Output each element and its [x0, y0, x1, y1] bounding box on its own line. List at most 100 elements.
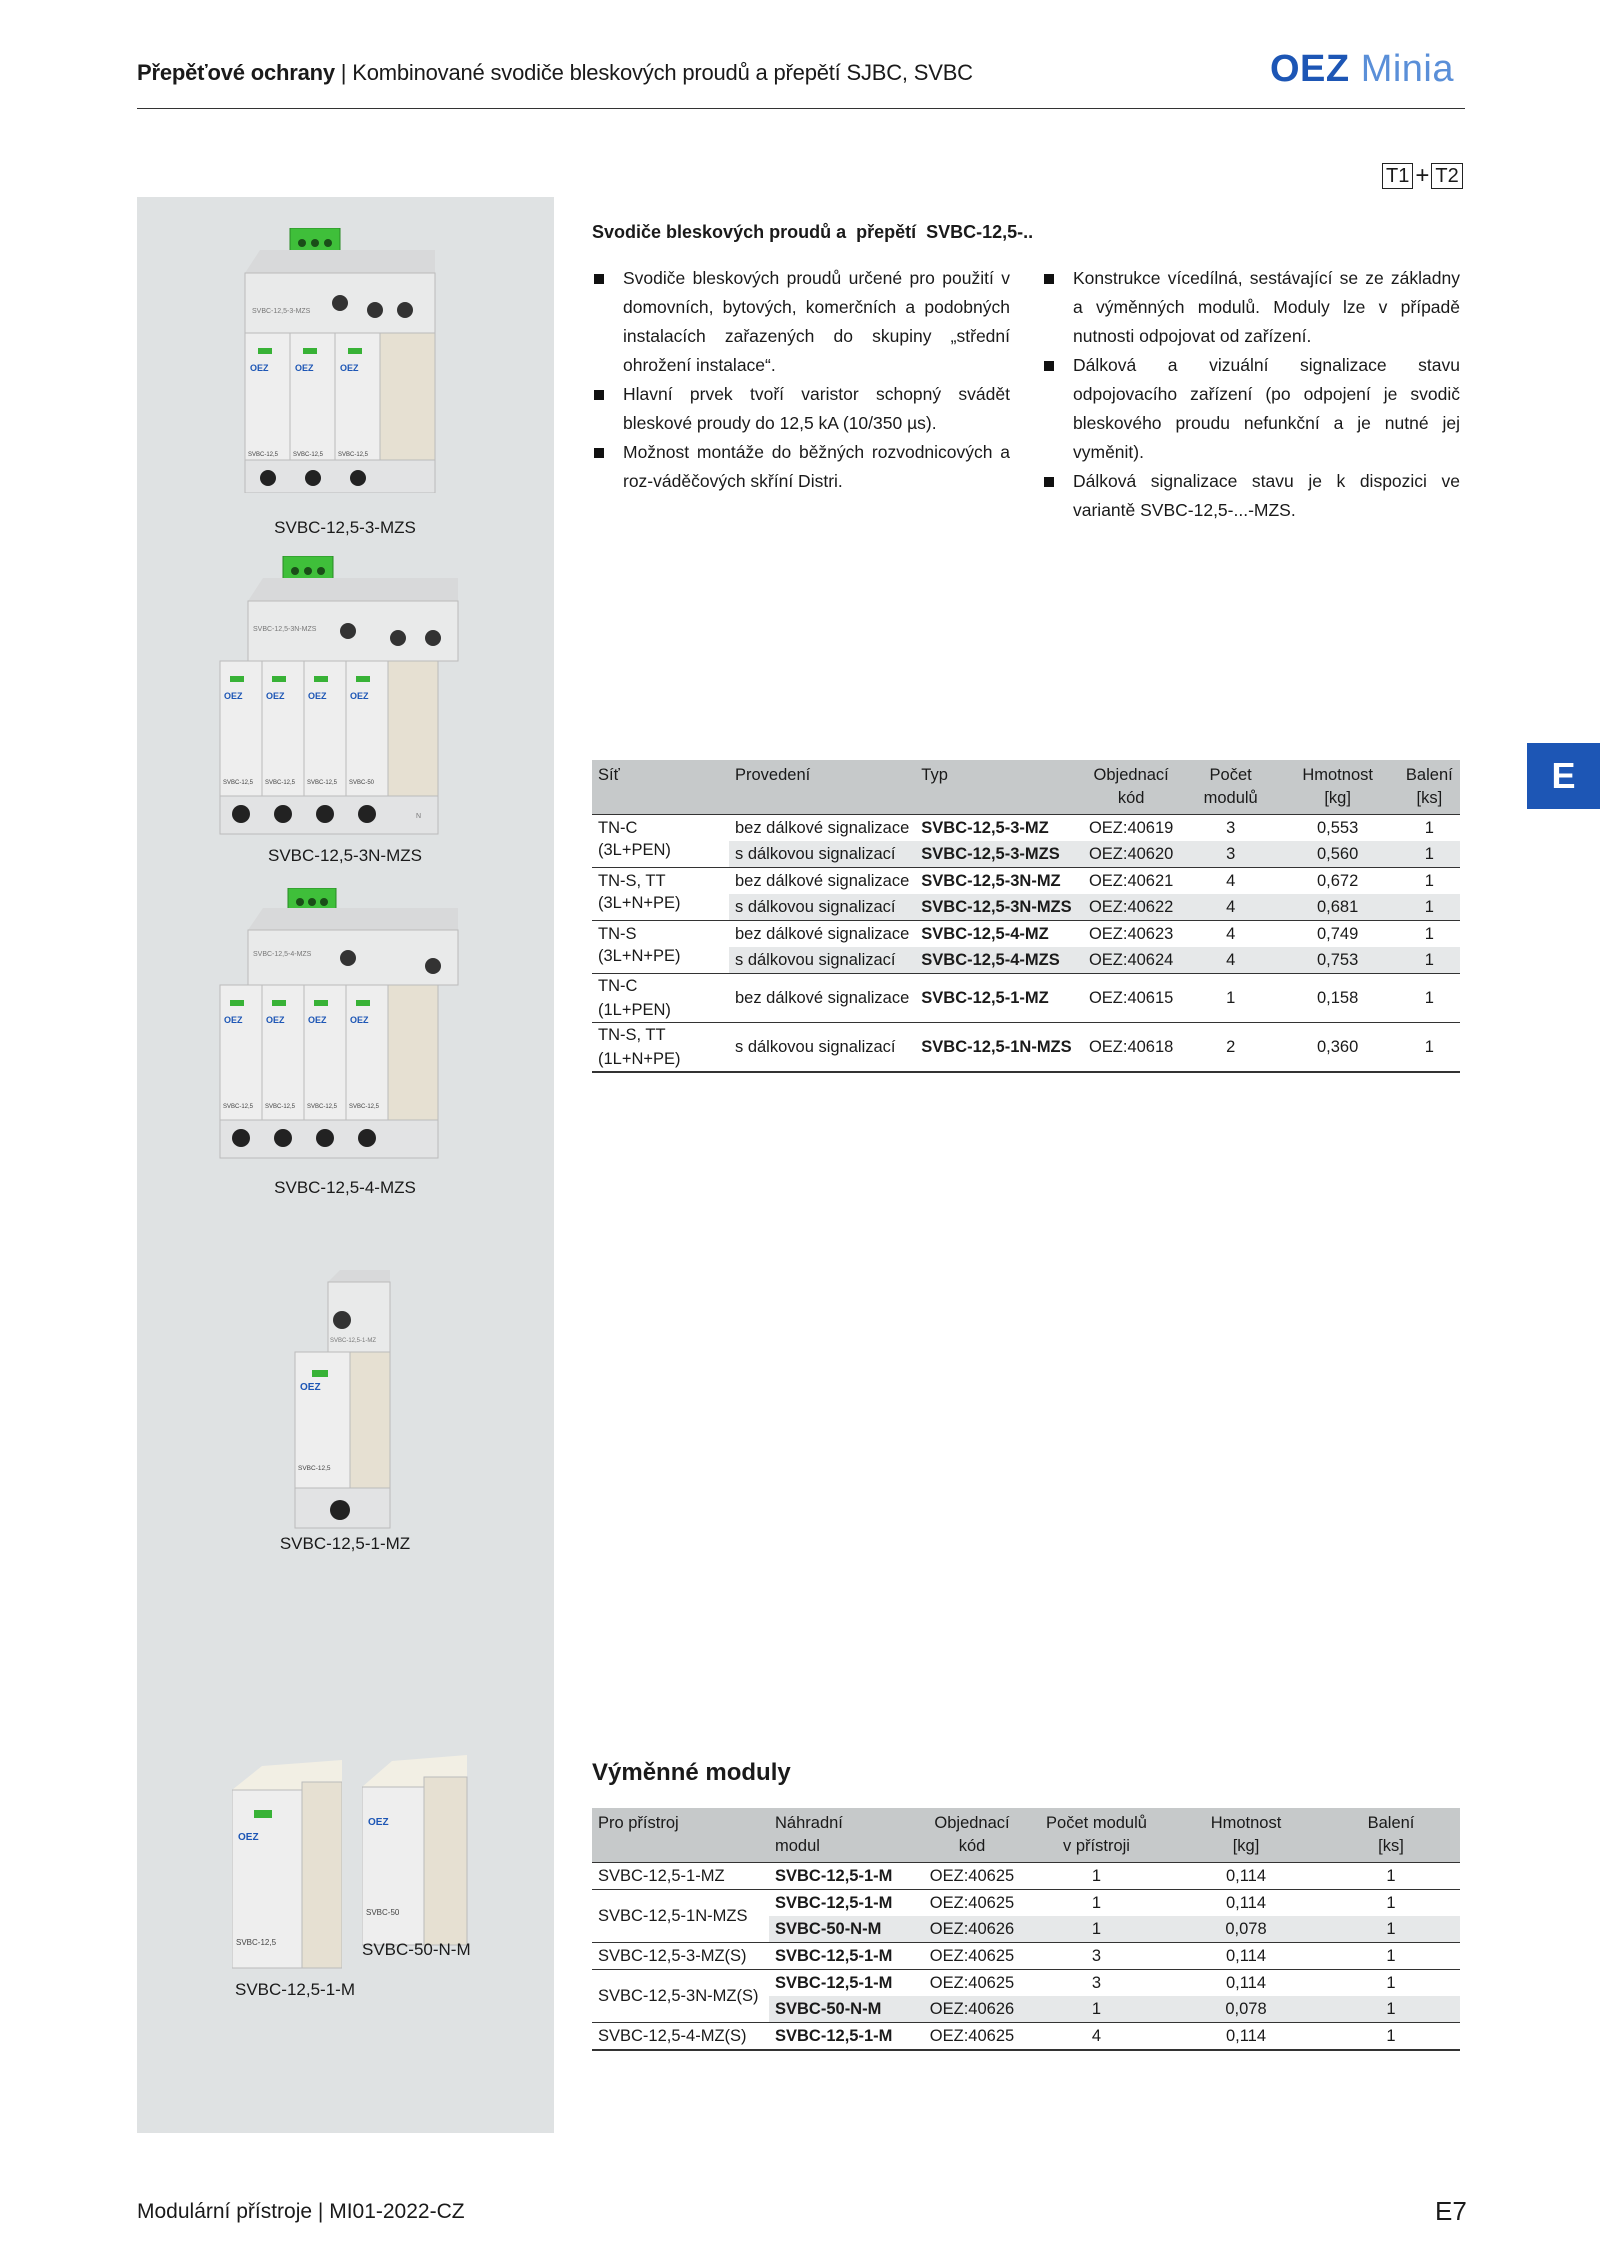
baleni-cell: 1 — [1398, 867, 1460, 894]
pocet-cell: 4 — [1184, 947, 1277, 974]
bullet-item: Svodiče bleskových proudů určené pro pou… — [592, 264, 1010, 380]
hmotnost-cell: 0,078 — [1170, 1916, 1322, 1943]
surge-arrester-3n-image: SVBC-12,5-3N-MZS OEZ OEZ OEZ OEZ SVBC-12… — [219, 556, 459, 835]
terminal-n-label: N — [416, 813, 421, 820]
header-divider — [137, 108, 1465, 109]
module-type-label: SVBC-12,5 — [248, 452, 279, 458]
kod-cell: OEZ:40623 — [1077, 920, 1185, 947]
kod-cell: OEZ:40624 — [1077, 947, 1185, 974]
net-cell: TN-C(1L+PEN) — [592, 973, 729, 1023]
baleni-cell: 1 — [1322, 1889, 1460, 1916]
section-tab-e: E — [1527, 743, 1600, 809]
pocet-cell: 3 — [1023, 1969, 1170, 1996]
typ-cell: SVBC-12,5-3-MZ — [915, 814, 1078, 841]
hmotnost-cell: 0,078 — [1170, 1996, 1322, 2023]
col-header-typ: Typ — [915, 760, 1078, 815]
module-type-label: SVBC-12,5 — [307, 1104, 338, 1110]
typ-cell: SVBC-12,5-4-MZ — [915, 920, 1078, 947]
baleni-cell: 1 — [1322, 1996, 1460, 2023]
table-row: s dálkovou signalizací SVBC-12,5-3N-MZS … — [592, 894, 1460, 921]
table-row: TN-S, TT(1L+N+PE) s dálkovou signalizací… — [592, 1022, 1460, 1073]
table-row: SVBC-12,5-1N-MZS SVBC-12,5-1-M OEZ:40625… — [592, 1889, 1460, 1943]
module-logo: OEZ — [224, 691, 243, 701]
type-plus: + — [1415, 162, 1430, 189]
bullet-square-icon — [1044, 361, 1054, 371]
surge-arrester-3pole-image: SVBC-12,5-3-MZS OEZ OEZ OEZ SVBC-12,5 SV… — [244, 228, 436, 493]
net-cell: TN-S(3L+N+PE) — [592, 920, 729, 974]
typ-cell: SVBC-12,5-1N-MZS — [915, 1022, 1078, 1073]
image-caption: SVBC-50-N-M — [362, 1940, 471, 1959]
baleni-cell: 1 — [1398, 894, 1460, 921]
intro-left-bullets: Svodiče bleskových proudů určené pro pou… — [592, 264, 1010, 496]
bullet-item: Hlavní prvek tvoří varistor schopný svád… — [592, 380, 1010, 438]
hmotnost-cell: 0,672 — [1276, 867, 1399, 894]
module-logo: OEZ — [224, 1015, 243, 1025]
table-row: SVBC-12,5-3-MZ(S) SVBC-12,5-1-M OEZ:4062… — [592, 1942, 1460, 1970]
pocet-cell: 1 — [1023, 1916, 1170, 1943]
kod-cell: OEZ:40622 — [1077, 894, 1185, 921]
table-row: SVBC-50-N-M OEZ:40626 1 0,078 1 — [592, 1916, 1460, 1943]
pocet-cell: 4 — [1184, 867, 1277, 894]
baleni-cell: 1 — [1398, 814, 1460, 841]
net-cell: TN-S, TT(1L+N+PE) — [592, 1022, 729, 1073]
baleni-cell: 1 — [1398, 947, 1460, 974]
image-caption: SVBC-12,5-1-MZ — [279, 1534, 411, 1553]
module-top-label: SVBC-12,5-4-MZS — [253, 951, 312, 958]
hmotnost-cell: 0,560 — [1276, 841, 1399, 868]
brand-logo: OEZ Minia — [1270, 48, 1454, 91]
typ-cell: SVBC-12,5-4-MZS — [915, 947, 1078, 974]
kod-cell: OEZ:40621 — [1077, 867, 1185, 894]
bullet-square-icon — [594, 390, 604, 400]
hmotnost-cell: 0,553 — [1276, 814, 1399, 841]
modules-heading: Výměnné moduly — [592, 1759, 791, 1786]
image-caption: SVBC-12,5-4-MZS — [274, 1178, 416, 1197]
baleni-cell: 1 — [1322, 1969, 1460, 1996]
pocet-cell: 4 — [1184, 920, 1277, 947]
provedeni-cell: s dálkovou signalizací — [729, 947, 916, 974]
kod-cell: OEZ:40625 — [921, 1969, 1023, 1996]
table-row: SVBC-12,5-3N-MZ(S) SVBC-12,5-1-M OEZ:406… — [592, 1969, 1460, 2023]
module-type-label: SVBC-12,5 — [223, 780, 254, 786]
module-logo: OEZ — [368, 1817, 389, 1828]
module-logo: OEZ — [308, 1015, 327, 1025]
provedeni-cell: bez dálkové signalizace — [729, 867, 916, 894]
col-header-sit: Síť — [592, 760, 729, 815]
col-header-baleni: Balení[ks] — [1398, 760, 1460, 815]
col-header-hmotnost: Hmotnost[kg] — [1276, 760, 1399, 815]
modul-cell: SVBC-12,5-1-M — [769, 1889, 921, 1916]
col-header-baleni: Balení[ks] — [1322, 1808, 1460, 1863]
hmotnost-cell: 0,114 — [1170, 1942, 1322, 1970]
col-header-provedeni: Provedení — [729, 760, 916, 815]
col-header-pro: Pro přístroj — [592, 1808, 769, 1863]
provedeni-cell: s dálkovou signalizací — [729, 841, 916, 868]
pro-cell: SVBC-12,5-4-MZ(S) — [592, 2022, 769, 2051]
image-caption: SVBC-12,5-3-MZS — [274, 518, 416, 537]
replacement-module-n-image: OEZ SVBC-50 — [362, 1755, 468, 1946]
typ-cell: SVBC-12,5-3-MZS — [915, 841, 1078, 868]
module-type-label: SVBC-12,5 — [349, 1104, 380, 1110]
page-number: E7 — [1435, 2196, 1467, 2226]
pocet-cell: 1 — [1023, 1996, 1170, 2023]
typ-cell: SVBC-12,5-3N-MZ — [915, 867, 1078, 894]
module-type-label: SVBC-12,5 — [298, 1465, 331, 1472]
table-row: SVBC-12,5-1-MZ SVBC-12,5-1-M OEZ:40625 1… — [592, 1862, 1460, 1890]
type-t1: T1 — [1382, 163, 1414, 189]
pocet-cell: 1 — [1023, 1862, 1170, 1890]
pocet-cell: 4 — [1023, 2022, 1170, 2051]
pocet-cell: 2 — [1184, 1022, 1277, 1073]
image-caption: SVBC-12,5-3N-MZS — [268, 846, 422, 865]
surge-arrester-1pole-image: SVBC-12,5-1-MZ OEZ SVBC-12,5 — [294, 1270, 391, 1529]
baleni-cell: 1 — [1398, 1022, 1460, 1073]
hmotnost-cell: 0,681 — [1276, 894, 1399, 921]
pro-cell: SVBC-12,5-1N-MZS — [592, 1889, 769, 1943]
table-row: SVBC-50-N-M OEZ:40626 1 0,078 1 — [592, 1996, 1460, 2023]
baleni-cell: 1 — [1398, 973, 1460, 1023]
module-type-label: SVBC-12,5 — [236, 1938, 277, 1947]
pocet-cell: 1 — [1184, 973, 1277, 1023]
table-row: TN-S, TT(3L+N+PE) bez dálkové signalizac… — [592, 867, 1460, 921]
